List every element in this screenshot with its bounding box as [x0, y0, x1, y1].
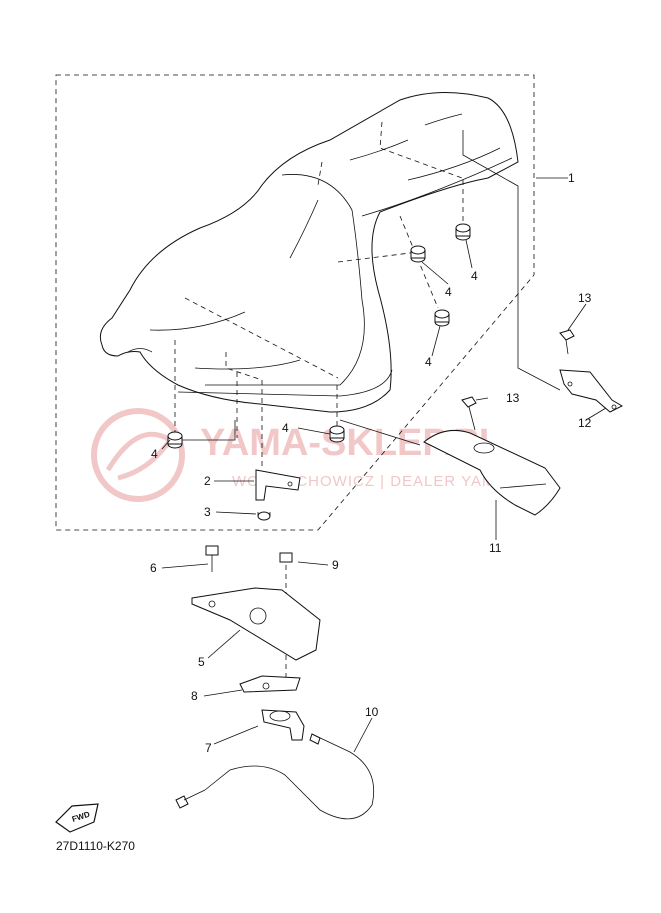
callout-5: 5 — [198, 655, 205, 669]
callout-4-mid: 4 — [425, 355, 432, 369]
fwd-arrow-icon: FWD — [55, 803, 99, 833]
assembly-boundary — [55, 74, 535, 531]
callout-13-upper: 13 — [578, 291, 592, 305]
cable-10 — [175, 733, 375, 820]
watermark: YAMA-SKLEP.PL WOJCIECHOWICZ | DEALER YAM… — [91, 408, 529, 502]
seat-body — [99, 92, 519, 413]
damper-mid — [434, 309, 450, 327]
callout-6: 6 — [150, 561, 157, 575]
cover-11 — [423, 430, 561, 516]
bolt-6 — [205, 545, 219, 572]
callout-4-center: 4 — [282, 421, 289, 435]
callout-11: 11 — [489, 541, 502, 555]
seat-crease-5 — [424, 113, 463, 126]
lock-hook-8 — [239, 675, 301, 693]
callout-2: 2 — [204, 474, 211, 488]
seat-crease-4 — [349, 139, 409, 161]
callout-4-upper-left: 4 — [445, 285, 452, 299]
callout-12: 12 — [578, 416, 592, 430]
dampers — [167, 223, 471, 449]
callouts: 1 2 3 4 4 4 4 4 5 6 7 8 9 10 11 12 13 13 — [150, 171, 592, 755]
seat-crease-3 — [289, 199, 319, 259]
callout-4-front: 4 — [151, 447, 158, 461]
damper-center — [329, 425, 345, 443]
callout-8: 8 — [191, 689, 198, 703]
plate-5 — [191, 587, 321, 661]
seat-stitch-front — [205, 174, 365, 386]
nut-9 — [279, 552, 293, 563]
nut-3 — [257, 511, 271, 521]
seat-step-line — [177, 369, 393, 397]
damper-upper-right — [455, 223, 471, 241]
watermark-logo-swirl — [105, 431, 174, 481]
callout-4-upper-right: 4 — [471, 269, 478, 283]
callout-3: 3 — [204, 505, 211, 519]
bracket-2 — [255, 469, 301, 501]
seat-nose-curl — [127, 348, 153, 353]
bolt-13-lower — [461, 396, 477, 431]
seat-lock-7 — [261, 709, 305, 741]
watermark-logo — [91, 408, 185, 502]
seat-crease-2 — [194, 359, 301, 370]
callout-10: 10 — [365, 705, 379, 719]
damper-front — [167, 431, 183, 449]
seat — [99, 92, 519, 413]
callout-13-lower: 13 — [506, 391, 520, 405]
projection-lines — [174, 121, 561, 470]
seat-crease-6 — [407, 147, 501, 181]
callout-9: 9 — [332, 558, 339, 572]
bolt-13-upper — [559, 329, 575, 355]
seat-crease-1 — [149, 311, 246, 331]
callout-1: 1 — [568, 171, 575, 185]
callout-7: 7 — [205, 741, 212, 755]
watermark-subtitle: WOJCIECHOWICZ | DEALER YAMAHA — [232, 473, 529, 490]
damper-upper-left — [410, 245, 426, 263]
seat-stitch-rear — [361, 157, 513, 217]
rear-bracket-12 — [559, 369, 624, 413]
callout-leaders — [161, 177, 607, 753]
part-code: 27D1110-K270 — [56, 839, 135, 853]
